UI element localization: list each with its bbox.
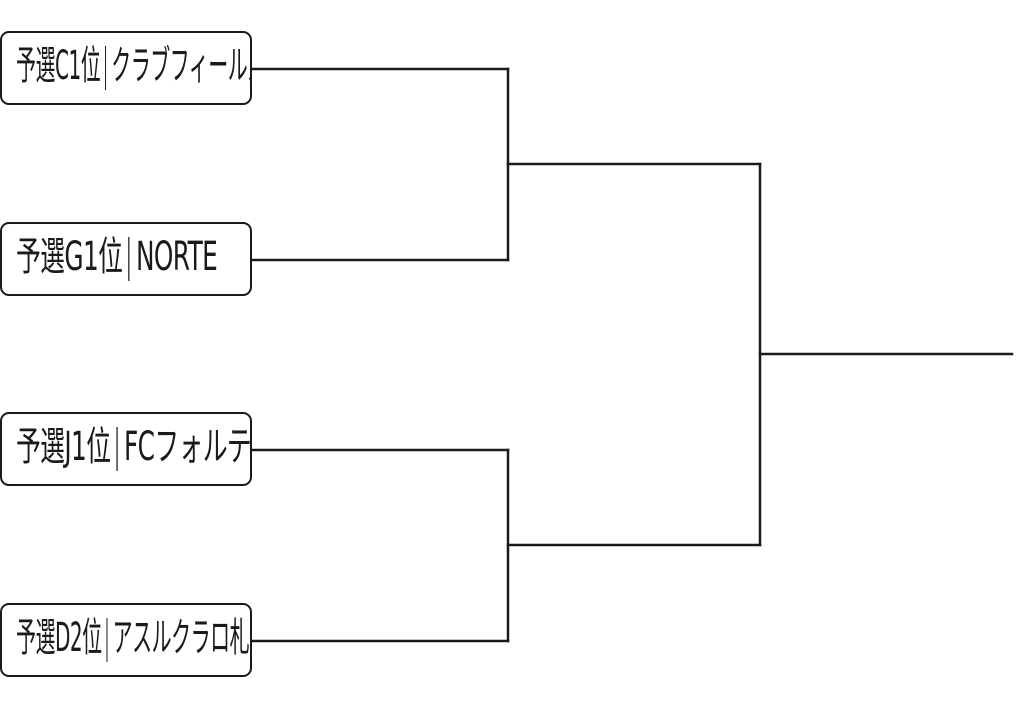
separator: [128, 237, 130, 281]
separator: [106, 618, 108, 662]
team-label-3: 予選J1位 FCフォルテ: [16, 424, 252, 471]
team-seed: 予選C1位: [16, 43, 101, 89]
team-name: アスルクラロ札幌: [112, 615, 250, 661]
separator: [105, 46, 107, 90]
team-name: FCフォルテ: [124, 424, 252, 470]
team-seed: 予選G1位: [16, 234, 123, 280]
team-seed: 予選D2位: [16, 615, 102, 661]
team-box-3: 予選J1位 FCフォルテ: [0, 412, 252, 486]
team-label-4: 予選D2位アスルクラロ札幌: [16, 615, 250, 662]
team-seed: 予選J1位: [16, 424, 111, 470]
team-box-1: 予選C1位クラブフィールズ: [0, 31, 252, 105]
team-label-2: 予選G1位 NORTE: [16, 234, 218, 281]
team-label-1: 予選C1位クラブフィールズ: [16, 43, 252, 90]
team-name: NORTE: [135, 234, 218, 280]
team-box-2: 予選G1位 NORTE: [0, 222, 252, 296]
team-name: クラブフィールズ: [111, 43, 252, 89]
team-box-4: 予選D2位アスルクラロ札幌: [0, 603, 252, 677]
separator: [116, 427, 118, 471]
